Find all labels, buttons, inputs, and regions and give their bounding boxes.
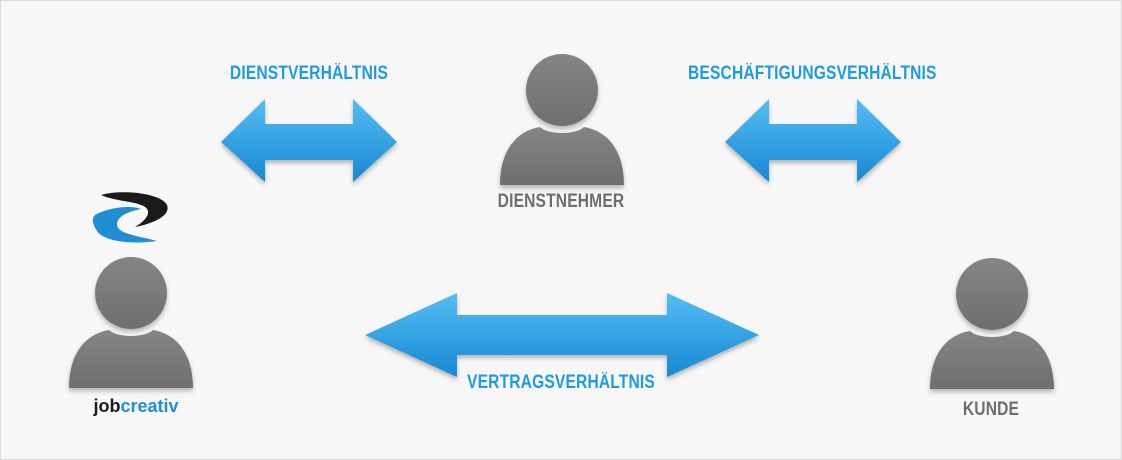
person-icon-dienstnehmer — [500, 54, 624, 185]
label-vertragsverhaeltnis: VERTRAGSVERHÄLTNIS — [467, 372, 655, 393]
arrow-beschaeftigungsverhaeltnis — [725, 99, 901, 182]
label-beschaeftigungsverhaeltnis: BESCHÄFTIGUNGSVERHÄLTNIS — [688, 63, 937, 84]
person-icon-kunde — [930, 258, 1054, 389]
arrow-dienstverhaeltnis — [221, 99, 397, 182]
jobcreativ-logo-icon — [92, 192, 168, 243]
brand-part-creativ: creativ — [120, 396, 179, 416]
label-kunde: KUNDE — [962, 399, 1020, 420]
brand-part-job: job — [93, 396, 121, 416]
arrow-vertragsverhaeltnis — [365, 293, 759, 377]
label-dienstnehmer: DIENSTNEHMER — [497, 191, 625, 212]
person-icon-jobcreativ — [69, 257, 193, 388]
label-dienstverhaeltnis: DIENSTVERHÄLTNIS — [229, 63, 389, 84]
brand-wordmark: jobcreativ — [81, 396, 191, 417]
